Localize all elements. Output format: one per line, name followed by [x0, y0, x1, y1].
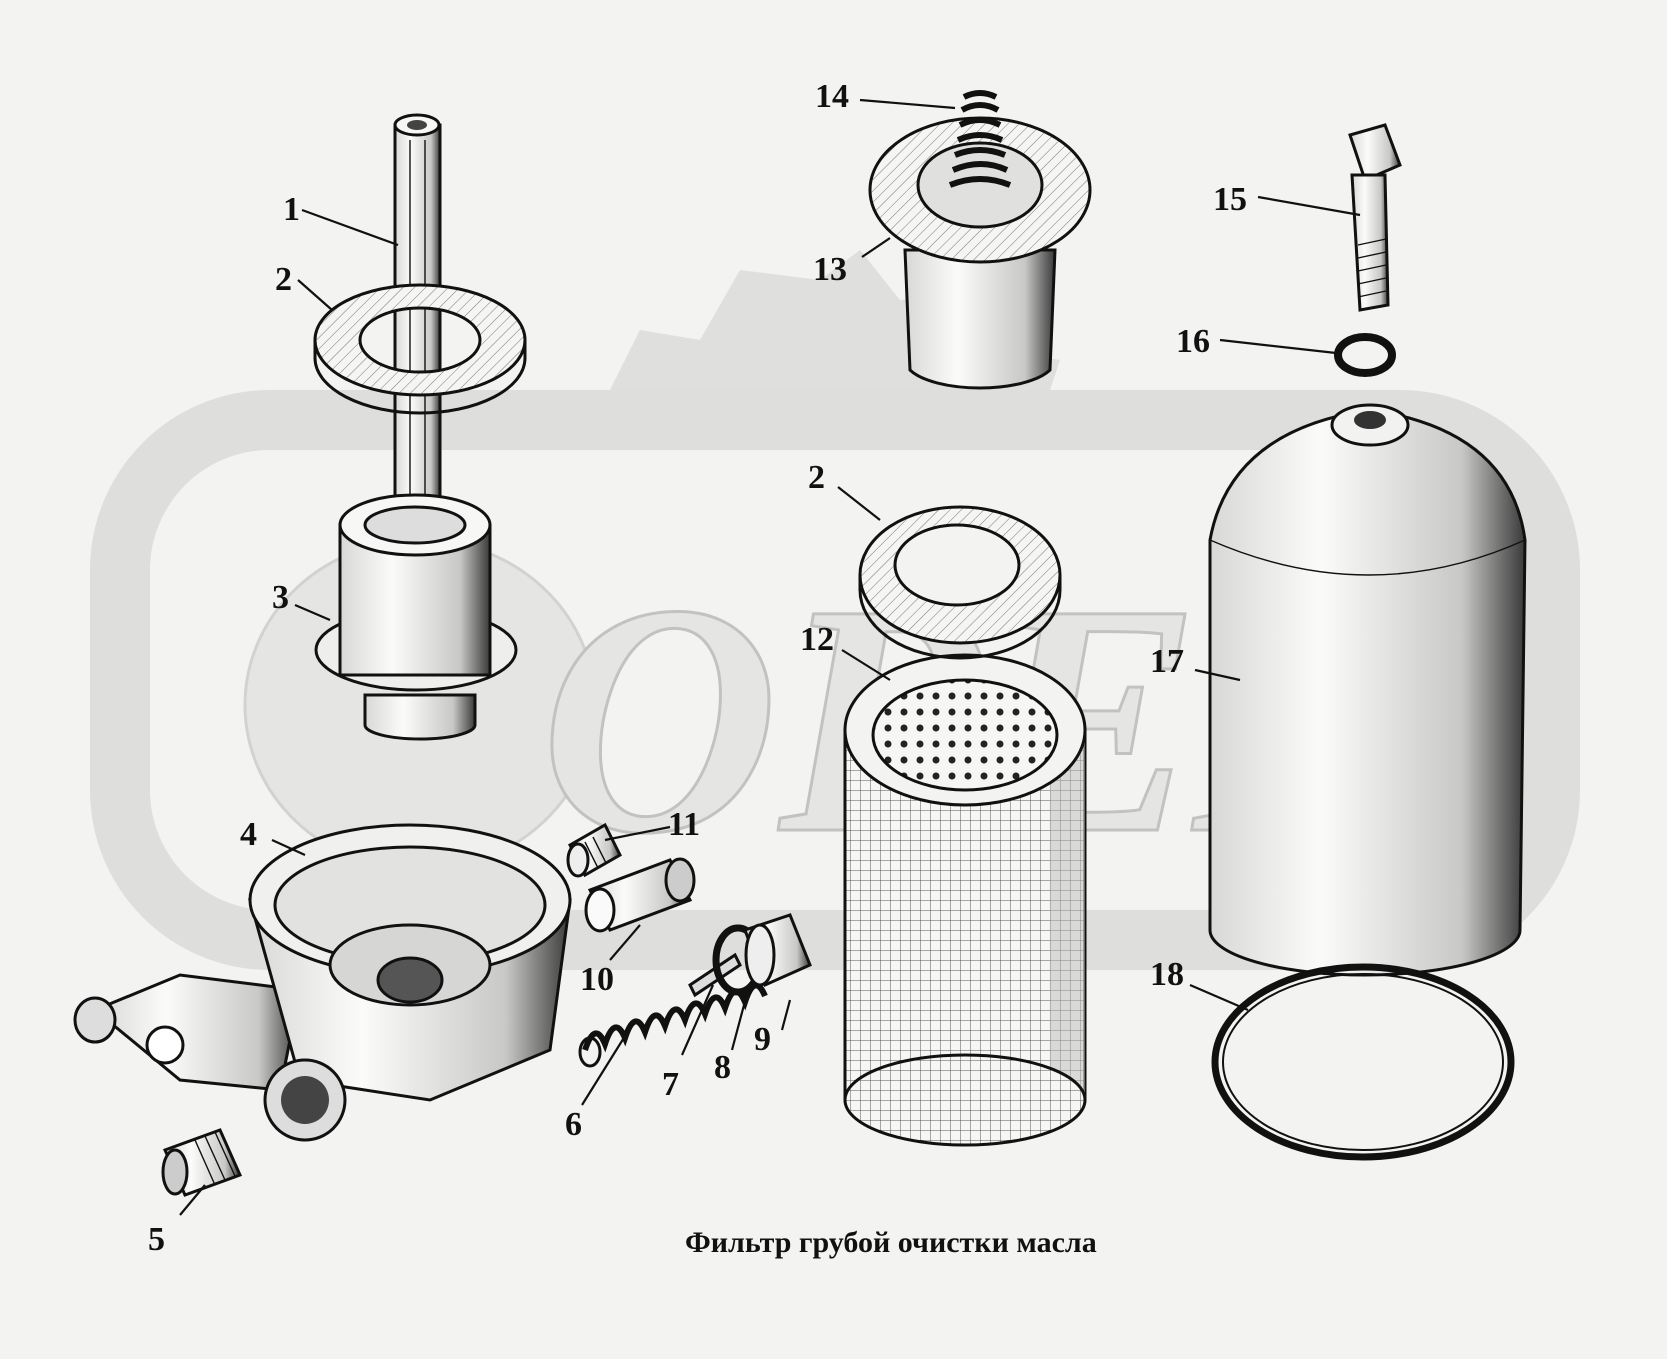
callout-15: 15 — [1213, 181, 1247, 218]
part-2-gasket-middle — [858, 505, 1062, 660]
part-16-washer — [1334, 333, 1396, 377]
callout-8: 8 — [714, 1049, 731, 1086]
callout-7: 7 — [662, 1066, 679, 1103]
callout-11: 11 — [668, 806, 700, 843]
callout-4: 4 — [240, 816, 257, 853]
part-15-bolt — [1348, 123, 1402, 312]
part-11-jet — [566, 822, 622, 878]
callout-labels: 1 2 3 4 5 6 7 8 9 10 11 12 13 14 15 16 1… — [148, 78, 1247, 1258]
callout-9: 9 — [754, 1021, 771, 1058]
part-10-pin — [584, 857, 696, 933]
figure-caption: Фильтр грубой очистки масла — [685, 1226, 1097, 1259]
callout-12: 12 — [800, 621, 834, 658]
callout-10: 10 — [580, 961, 614, 998]
part-3-bushing — [314, 493, 518, 741]
callout-14: 14 — [815, 78, 849, 115]
part-1-shaft — [393, 113, 442, 527]
callout-16: 16 — [1176, 323, 1210, 360]
part-17-cover — [1208, 403, 1527, 977]
part-12-filter-element — [843, 653, 1087, 1147]
part-9-plug-nut — [743, 913, 812, 988]
callout-2: 2 — [275, 261, 292, 298]
callout-18: 18 — [1150, 956, 1184, 993]
callout-1: 1 — [283, 191, 300, 228]
part-14-spring — [948, 90, 1012, 188]
part-4-housing — [73, 823, 572, 1142]
callout-6: 6 — [565, 1106, 582, 1143]
callout-5: 5 — [148, 1221, 165, 1258]
callout-2-middle: 2 — [808, 459, 825, 496]
callout-3: 3 — [272, 579, 289, 616]
leader-lines — [179, 98, 1361, 1216]
part-5-plug — [161, 1128, 243, 1197]
callout-17: 17 — [1150, 643, 1184, 680]
part-18-sealing-ring — [1211, 963, 1515, 1161]
part-13-cap — [868, 116, 1092, 390]
callout-13: 13 — [813, 251, 847, 288]
part-2-gasket-top — [313, 283, 527, 415]
